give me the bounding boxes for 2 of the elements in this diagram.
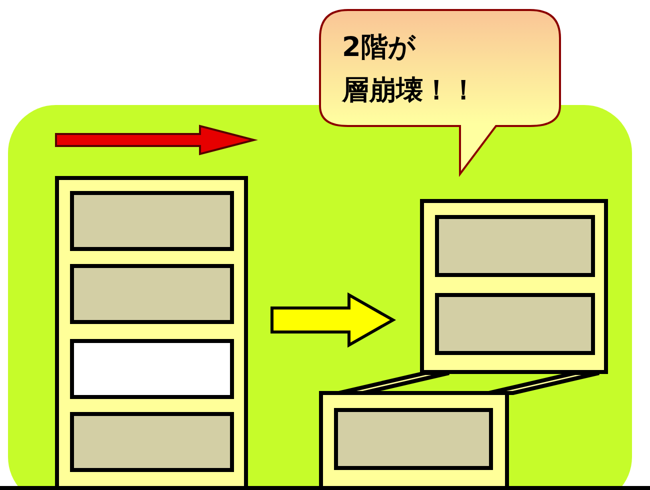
block-arrow <box>270 292 396 348</box>
speech-text: 2階が層崩壊！！ <box>342 31 478 108</box>
